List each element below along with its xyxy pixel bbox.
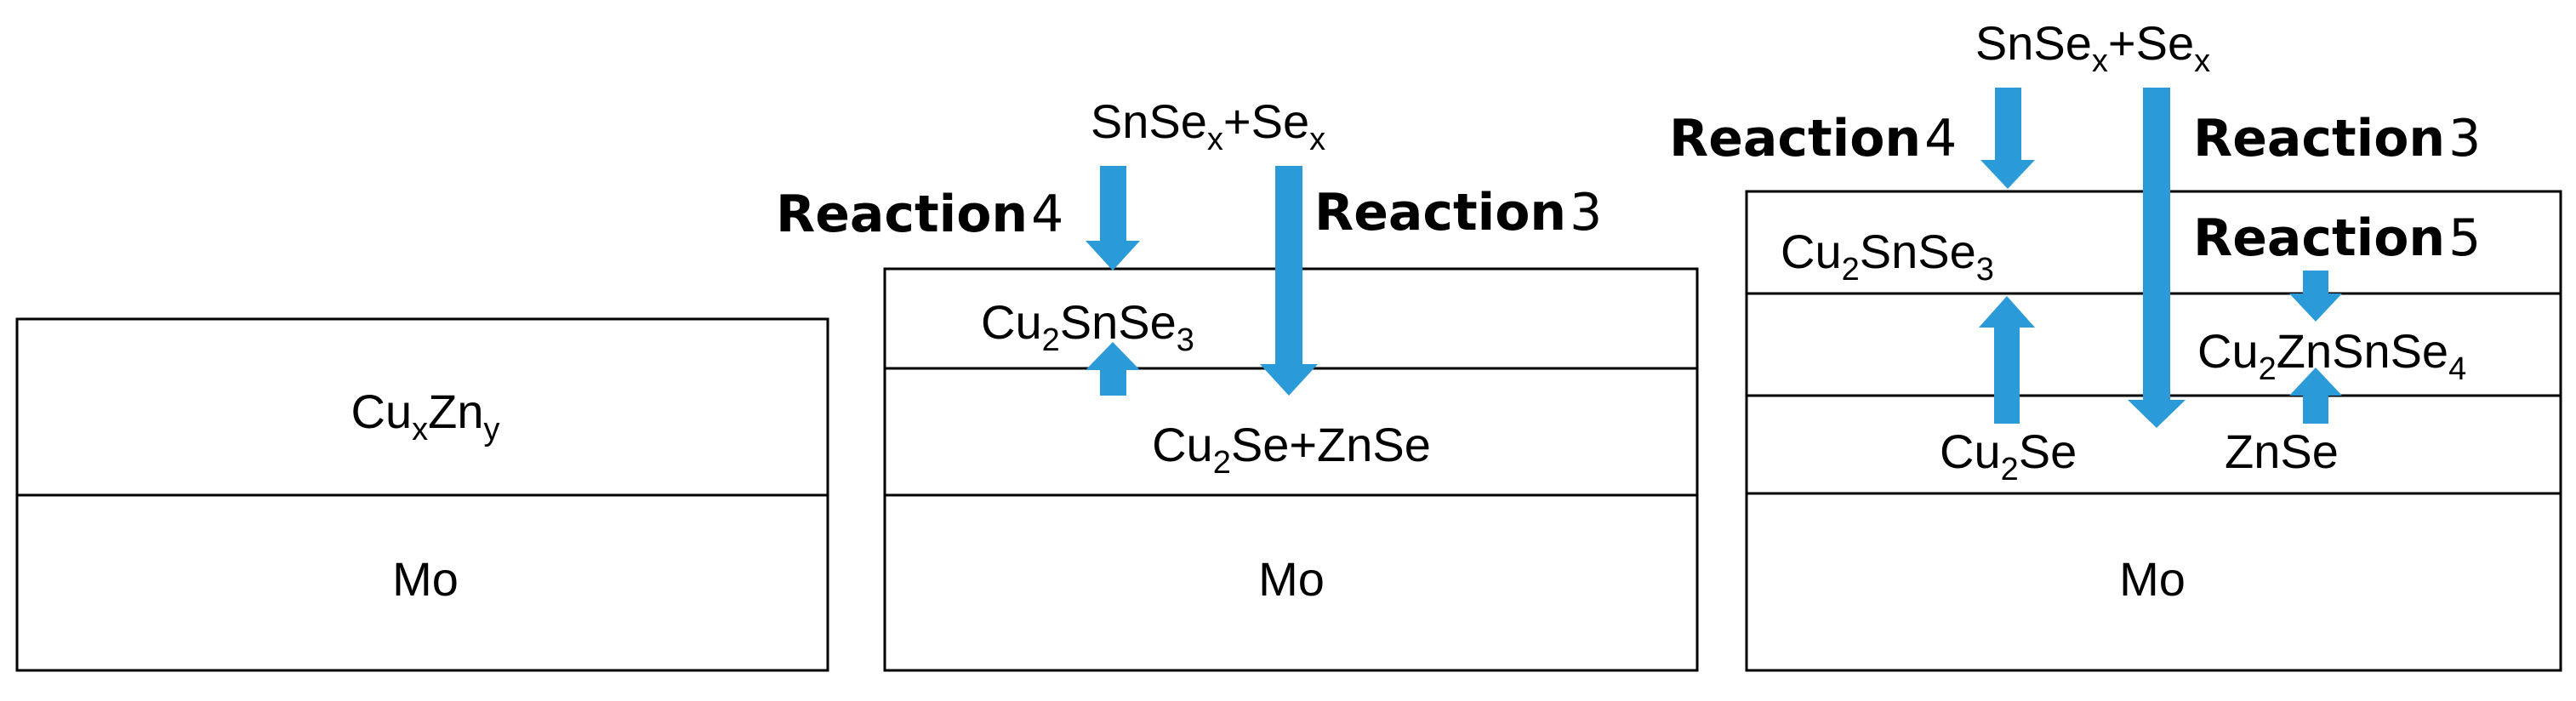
formula-text: Mo (392, 552, 459, 606)
formula-subscript: x (1309, 122, 1325, 157)
formula-text: Se+ZnSe (1231, 418, 1431, 471)
formula-text: Zn (428, 385, 483, 438)
panel-2: SnSex+Sex Reaction4 Reaction3 Cu2SnSe3 C… (776, 94, 1699, 672)
formula-subscript: 2 (2001, 452, 2019, 487)
formula-subscript: 2 (1213, 445, 1231, 481)
label-mo-2: Mo (1258, 552, 1325, 606)
formula-subscript: 3 (1177, 322, 1194, 358)
formula-subscript: x (2194, 43, 2210, 79)
formula-text: SnSe (1060, 295, 1177, 349)
reaction-number: 4 (1031, 185, 1063, 244)
arrow-reaction-5-down-p3 (2289, 271, 2342, 322)
arrow-reaction-4-down-p3 (1980, 88, 2035, 189)
formula-text: ZnSe (2225, 425, 2339, 478)
formula-subscript: 4 (2448, 351, 2466, 387)
formula-text: ZnSnSe (2277, 324, 2448, 378)
reaction-word: Reaction (1669, 109, 1921, 168)
label-cu2se-znse-p2: Cu2Se+ZnSe (1152, 418, 1431, 481)
arrow-reaction-4-down-p2 (1086, 166, 1140, 271)
formula-subscript: y (483, 412, 499, 447)
label-cu2snse3-p2: Cu2SnSe3 (981, 295, 1194, 358)
formula-text: SnSe (1860, 225, 1976, 278)
reaction-word: Reaction (2193, 109, 2445, 168)
label-reaction-3-p2: Reaction3 (1314, 183, 1602, 242)
reaction-number: 3 (1570, 183, 1602, 242)
label-cu2znsnse4-p3: Cu2ZnSnSe4 (2197, 324, 2466, 387)
formula-subscript: x (1207, 122, 1223, 157)
label-reaction-4-p3: Reaction4 (1669, 109, 1957, 168)
reaction-word: Reaction (776, 185, 1028, 244)
formula-text: Mo (1258, 552, 1325, 606)
arrow-reaction-3-down-p3 (2128, 88, 2186, 428)
formula-text: Se (2019, 425, 2077, 478)
formula-subscript: 2 (2259, 351, 2277, 387)
arrow-znse-up-p3 (2289, 368, 2342, 424)
arrow-reaction-3-down-p2 (1260, 166, 1318, 396)
label-cu2snse3-p3: Cu2SnSe3 (1781, 225, 1994, 288)
formula-subscript: x (412, 412, 428, 447)
panel-3: SnSex+Sex Reaction4 Reaction3 Reaction5 … (1669, 16, 2562, 672)
formula-subscript: x (2092, 43, 2108, 79)
reaction-number: 3 (2448, 109, 2481, 168)
formula-text: +Se (1223, 94, 1309, 148)
formula-subscript: 2 (1842, 252, 1860, 288)
label-mo-1: Mo (392, 552, 459, 606)
formula-text: +Se (2108, 16, 2194, 70)
formula-text: SnSe (1091, 94, 1207, 148)
label-snsex-sex-3: SnSex+Sex (1975, 16, 2210, 79)
formula-text: Mo (2119, 552, 2186, 606)
label-snsex-sex-2: SnSex+Sex (1091, 94, 1325, 157)
arrow-cu2se-up-p2 (1086, 342, 1140, 396)
formula-text: Cu (1152, 418, 1213, 471)
reaction-word: Reaction (1314, 183, 1566, 242)
formula-text: Cu (1781, 225, 1842, 278)
formula-text: Cu (1940, 425, 2001, 478)
arrow-cu2se-up-p3 (1979, 296, 2035, 424)
reaction-word: Reaction (2193, 208, 2445, 268)
formula-subscript: 2 (1042, 322, 1060, 358)
formula-subscript: 3 (1976, 252, 1994, 288)
formula-text: SnSe (1975, 16, 2092, 70)
label-cuxzny: CuxZny (351, 385, 500, 447)
formula-text: Cu (2197, 324, 2259, 378)
reaction-number: 4 (1924, 109, 1957, 168)
formula-text: Cu (981, 295, 1042, 349)
label-reaction-4-p2: Reaction4 (776, 185, 1063, 244)
reaction-number: 5 (2448, 208, 2481, 268)
panel-1: CuxZny Mo (15, 317, 829, 672)
label-cu2se-p3: Cu2Se (1940, 425, 2077, 487)
label-reaction-5-p3: Reaction5 (2193, 208, 2481, 268)
formula-text: Cu (351, 385, 413, 438)
label-reaction-3-p3: Reaction3 (2193, 109, 2481, 168)
label-mo-3: Mo (2119, 552, 2186, 606)
label-znse-p3: ZnSe (2225, 425, 2339, 478)
